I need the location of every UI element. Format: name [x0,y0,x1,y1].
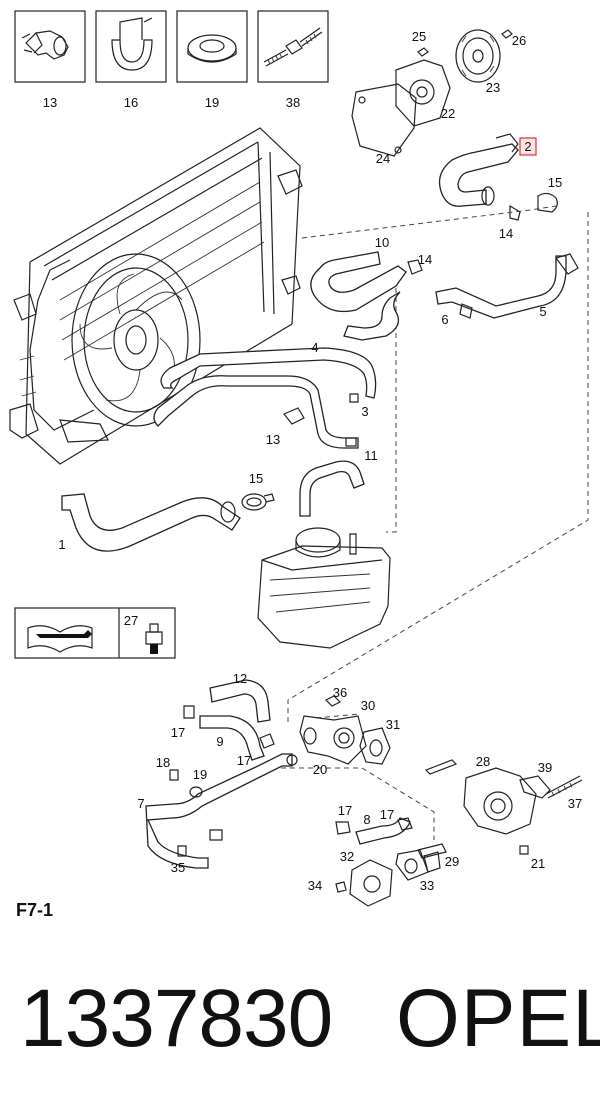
callout-3: 3 [361,404,368,419]
callout-17b: 17 [237,753,251,768]
callout-10: 10 [375,235,389,250]
stud-bolt-icon [263,27,323,67]
section-code: F7-1 [16,900,54,920]
callout-7: 7 [137,796,144,811]
callout-15a: 15 [548,175,562,190]
callout-35: 35 [171,860,185,875]
callout-29: 29 [445,854,459,869]
callout-17a: 17 [171,725,185,740]
water-pump-group [351,29,513,157]
tool-reference-box: 27 [14,607,176,659]
callout-20: 20 [313,762,327,777]
clip-icon [21,30,69,60]
legend-box-16: 16 [95,10,167,110]
callout-21: 21 [531,856,545,871]
callout-22: 22 [441,106,455,121]
callout-2: 2 [524,139,531,154]
callout-4: 4 [311,340,318,355]
legend-box-38: 38 [257,10,329,110]
callout-33: 33 [420,878,434,893]
callout-26: 26 [512,33,526,48]
callout-34: 34 [308,878,322,893]
legend-number-16: 16 [124,95,138,110]
callout-31: 31 [386,717,400,732]
callout-12: 12 [233,671,247,686]
callout-2-highlight: 2 [519,137,537,156]
callout-5: 5 [539,304,546,319]
callout-6: 6 [441,312,448,327]
legend-number-13: 13 [43,95,57,110]
callout-14b: 14 [418,252,432,267]
legend-box-19: 19 [176,10,248,110]
legend-number-38: 38 [286,95,300,110]
tool-box-number: 27 [124,613,138,628]
callout-37: 37 [568,796,582,811]
callout-13: 13 [266,432,280,447]
ring-washer-icon [187,34,237,63]
callout-24: 24 [376,151,390,166]
callout-9: 9 [216,734,223,749]
callout-28: 28 [476,754,490,769]
expansion-tank [257,527,391,649]
callout-30: 30 [361,698,375,713]
callout-23: 23 [486,80,500,95]
callout-11: 11 [364,448,378,463]
callout-17d: 17 [380,807,394,822]
callout-14a: 14 [499,226,513,241]
callout-1: 1 [58,537,65,552]
callout-18: 18 [156,755,170,770]
brand-name: OPEL [396,973,600,1064]
legend-number-19: 19 [205,95,219,110]
bracket-icon [111,17,153,71]
sensor-icon [145,623,163,654]
callout-15b: 15 [249,471,263,486]
callout-19: 19 [193,767,207,782]
legend-box-13: 13 [14,10,86,110]
callout-25: 25 [412,29,426,44]
callout-36: 36 [333,685,347,700]
callout-8: 8 [363,812,370,827]
callout-17c: 17 [338,803,352,818]
part-number: 1337830 [20,973,333,1064]
callout-32: 32 [340,849,354,864]
callout-39: 39 [538,760,552,775]
manual-wrench-icon [27,625,93,653]
radiator-fan-assembly [9,127,303,465]
